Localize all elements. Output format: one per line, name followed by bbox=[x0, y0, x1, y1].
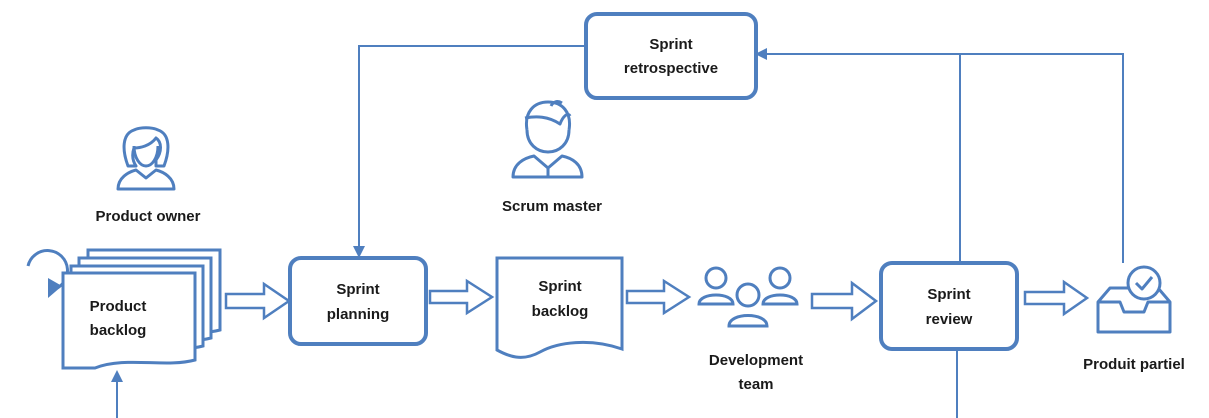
produit-partiel-node: Produit partiel bbox=[1083, 265, 1185, 373]
sprint-review-line1: Sprint bbox=[927, 286, 970, 303]
sprint-retrospective-node: Sprint retrospective bbox=[584, 12, 758, 100]
product-owner-node: Product owner bbox=[95, 126, 201, 225]
produit-partiel-label: Produit partiel bbox=[1083, 356, 1185, 373]
product-backlog-line2: backlog bbox=[90, 322, 147, 339]
sprint-backlog-document bbox=[495, 256, 624, 359]
development-team-line1: Development bbox=[709, 352, 803, 369]
arrow-team-to-review bbox=[810, 280, 879, 322]
product-backlog-node: Product backlog bbox=[26, 248, 222, 370]
sprint-planning-line2: planning bbox=[327, 306, 390, 323]
development-team-node: Development team bbox=[697, 266, 803, 393]
sprint-review-box bbox=[879, 261, 1019, 351]
team-icon bbox=[697, 266, 799, 328]
sprint-backlog-line1: Sprint bbox=[538, 278, 581, 295]
retro-to-planning-line bbox=[353, 45, 586, 258]
product-owner-label: Product owner bbox=[95, 208, 200, 225]
sprint-retrospective-line2: retrospective bbox=[624, 60, 718, 77]
arrow-sprint-backlog-to-team bbox=[625, 278, 692, 316]
sprint-planning-box bbox=[288, 256, 428, 346]
sprint-planning-line1: Sprint bbox=[336, 281, 379, 298]
person-male-icon bbox=[511, 100, 584, 179]
sprint-retrospective-box bbox=[584, 12, 758, 100]
arrow-planning-to-sprint-backlog bbox=[428, 278, 495, 316]
sprint-review-node: Sprint review bbox=[879, 261, 1019, 351]
inbox-check-icon bbox=[1096, 265, 1172, 334]
produit-to-retro-line bbox=[755, 48, 1124, 263]
scrum-master-label: Scrum master bbox=[502, 198, 602, 215]
sprint-retrospective-line1: Sprint bbox=[649, 36, 692, 53]
sprint-review-line2: review bbox=[926, 311, 973, 328]
arrow-review-to-produit bbox=[1023, 279, 1090, 317]
sprint-backlog-node: Sprint backlog bbox=[495, 256, 624, 359]
arrow-backlog-to-planning bbox=[224, 281, 292, 321]
scrum-master-node: Scrum master bbox=[502, 100, 602, 215]
development-team-line2: team bbox=[738, 376, 773, 393]
product-backlog-stack bbox=[61, 248, 222, 370]
sprint-backlog-line2: backlog bbox=[532, 303, 589, 320]
loop-arrow-head bbox=[48, 278, 62, 298]
feedback-lines bbox=[111, 45, 1124, 418]
person-female-icon bbox=[116, 126, 176, 191]
flow-arrows bbox=[224, 278, 1090, 322]
product-backlog-line1: Product bbox=[90, 298, 147, 315]
sprint-planning-node: Sprint planning bbox=[288, 256, 428, 346]
